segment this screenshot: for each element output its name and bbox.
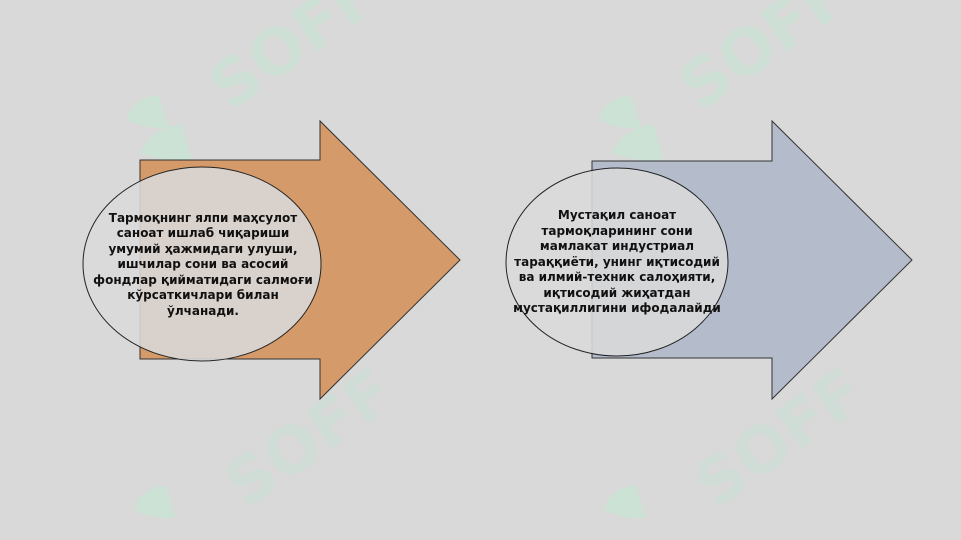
- leaf-logo-icon: [127, 95, 192, 161]
- block-2-text: Мустақил саноат тармоқларининг сони мамл…: [506, 205, 728, 320]
- leaf-logo-icon: [604, 485, 646, 519]
- watermark-text: SOFF: [667, 0, 863, 125]
- block-1-text-content: Тармоқнинг ялпи маҳсулот саноат ишлаб чи…: [93, 210, 313, 318]
- watermark-text: SOFF: [212, 355, 408, 523]
- leaf-logo-icon: [134, 485, 176, 519]
- leaf-logo-icon: [599, 95, 664, 161]
- block-1-text: Тармоқнинг ялпи маҳсулот саноат ишлаб чи…: [92, 205, 314, 325]
- watermark-text: SOFF: [197, 0, 393, 125]
- ellipse-1: [82, 166, 322, 362]
- ellipse-2: [505, 167, 729, 357]
- block-2-text-content: Мустақил саноат тармоқларининг сони мамл…: [513, 208, 721, 316]
